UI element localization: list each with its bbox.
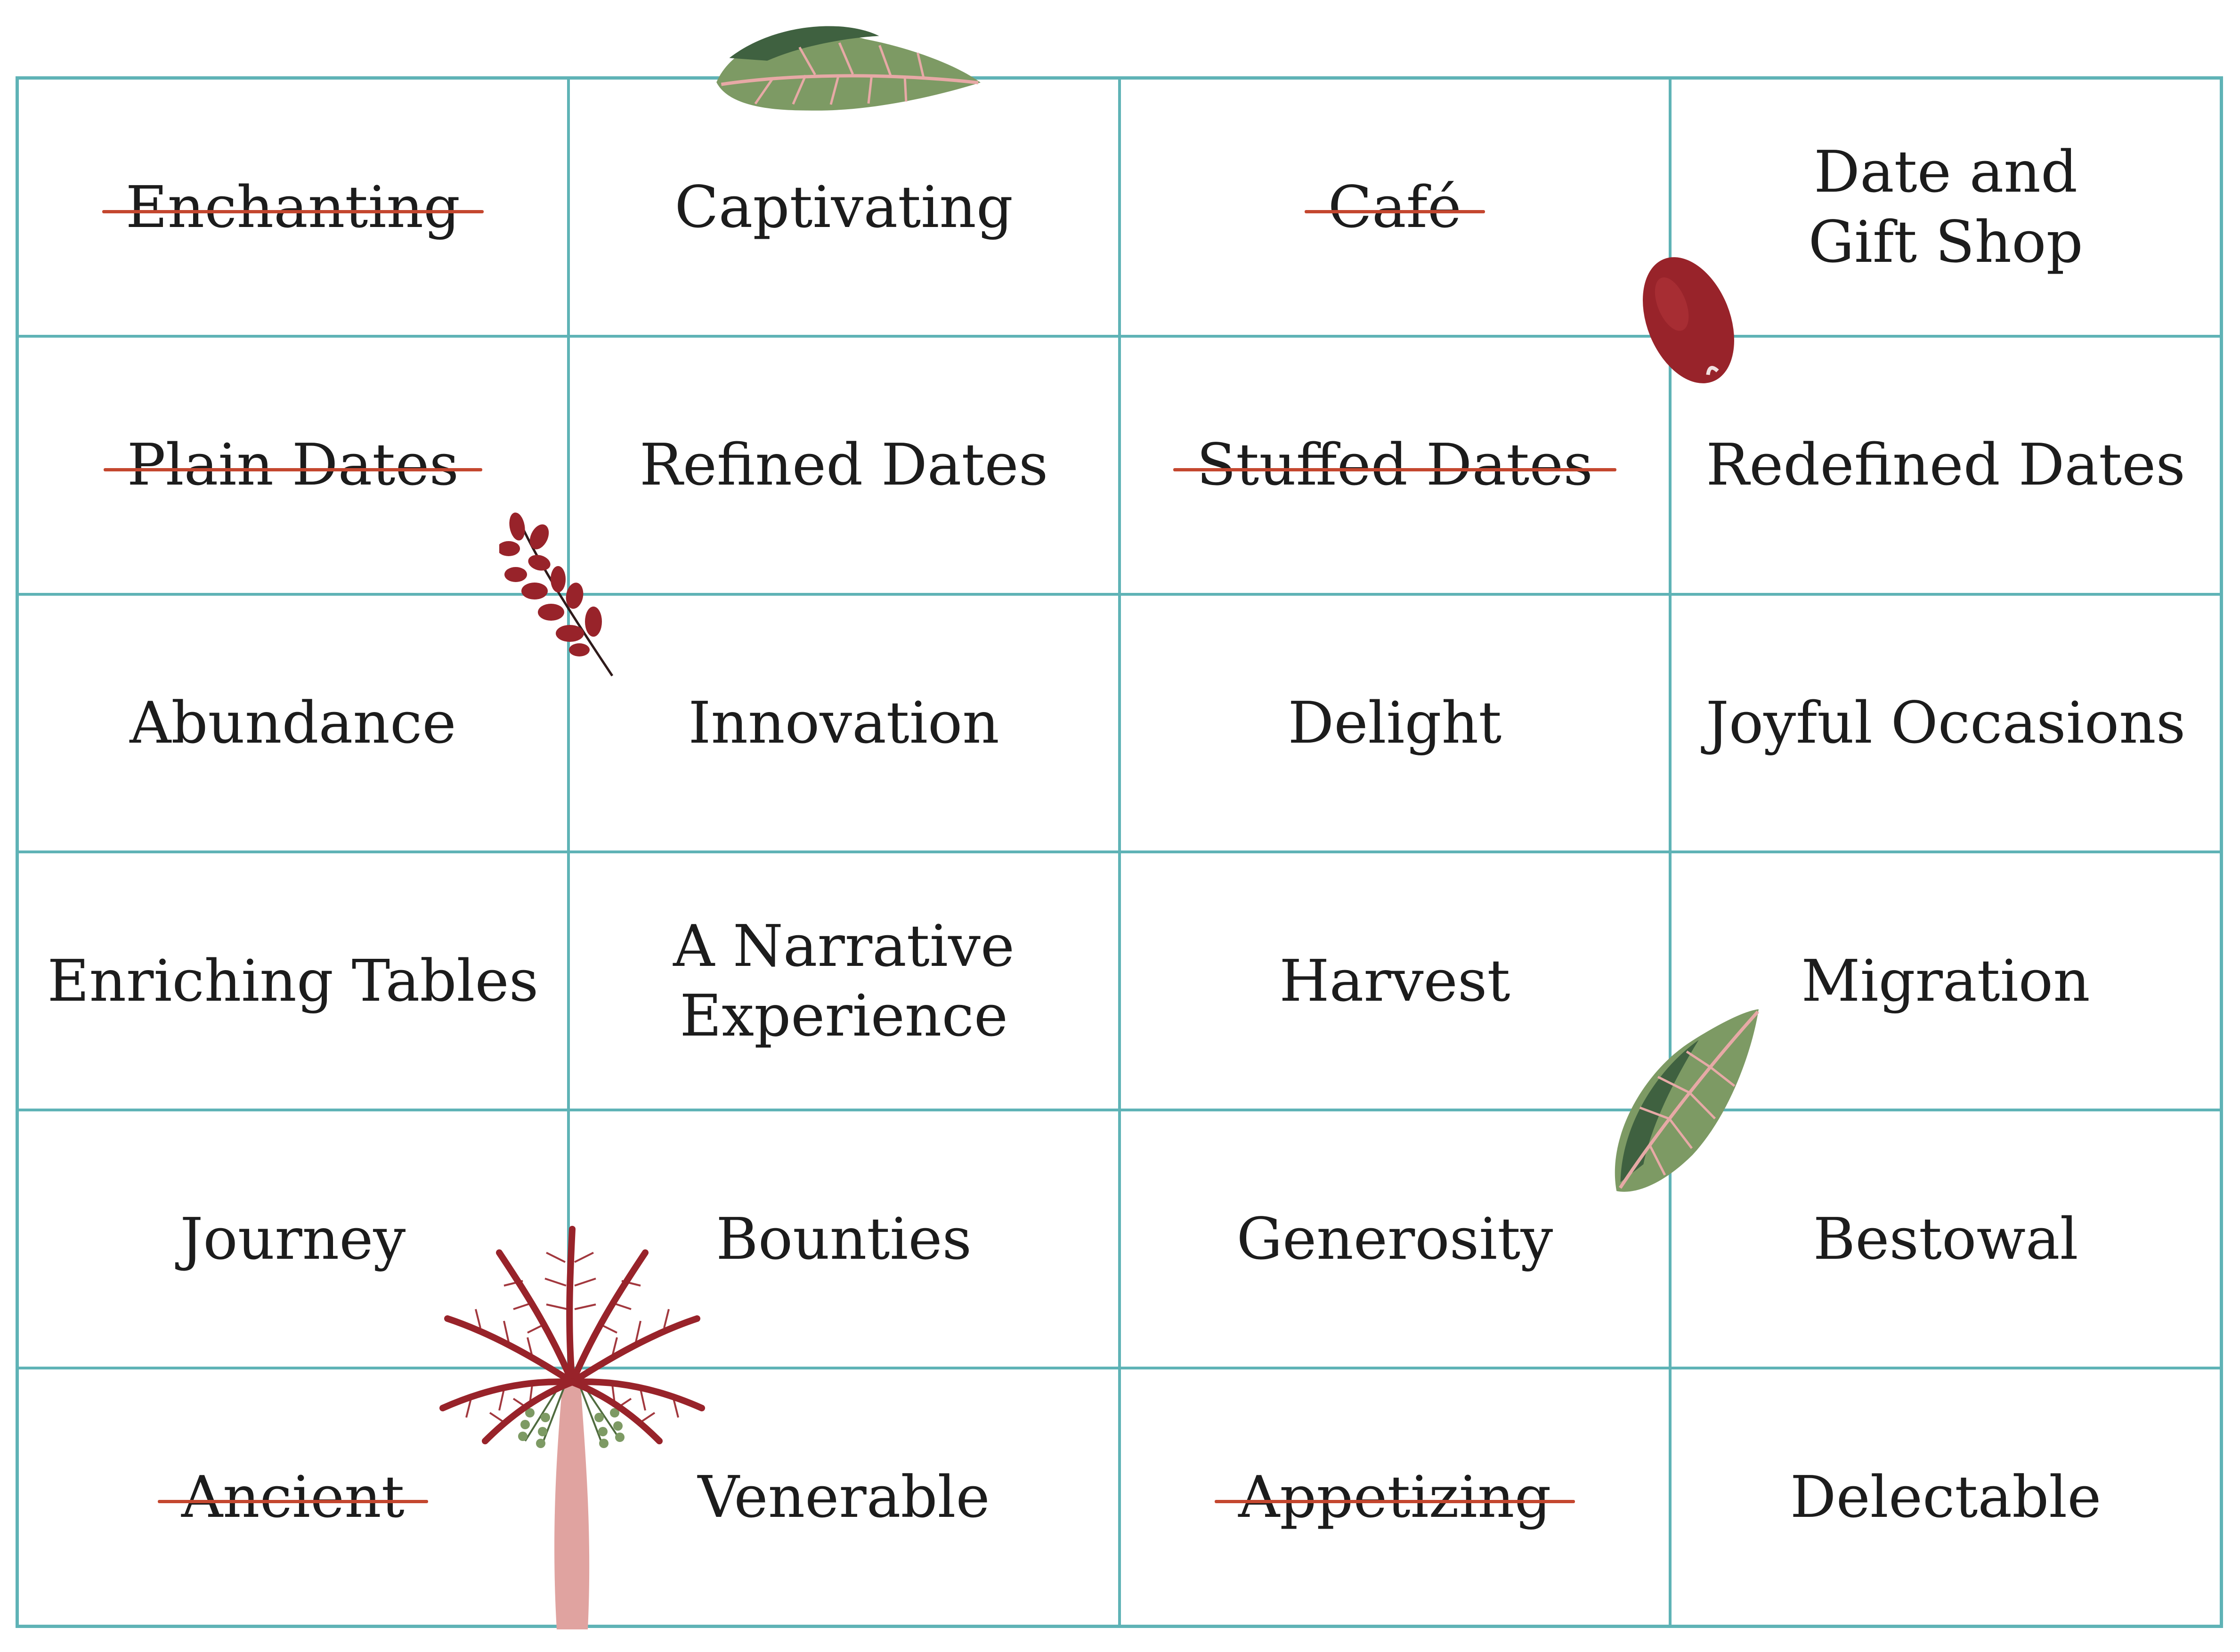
word-label: Refined Dates — [639, 431, 1048, 499]
word-label: Redefined Dates — [1706, 431, 2185, 499]
word-label: Innovation — [688, 689, 999, 757]
grid-cell: Joyful Occasions — [1670, 594, 2221, 852]
word-label: Harvest — [1279, 947, 1510, 1014]
grid-cell: Delectable — [1670, 1368, 2221, 1626]
word-label: Date and Gift Shop — [1808, 138, 2083, 275]
word-label: Migration — [1801, 947, 2090, 1014]
word-grid: Enchanting Captivating Café Date and Gift S… — [16, 76, 2223, 1628]
grid-cell: Captivating — [568, 78, 1120, 336]
grid-cell: Enriching Tables — [17, 852, 568, 1110]
grid-cell: Appetizing — [1119, 1368, 1671, 1626]
grid-cell: Delight — [1119, 594, 1671, 852]
struck-word-label: Ancient — [157, 1462, 428, 1532]
grid-cell: Stuffed Dates — [1119, 336, 1671, 594]
struck-word-label: Café — [1304, 172, 1485, 243]
word-label: Enriching Tables — [47, 947, 539, 1014]
grid-cell: Bounties — [568, 1110, 1120, 1369]
grid-cell: Abundance — [17, 594, 568, 852]
grid-cell: Venerable — [568, 1368, 1120, 1626]
grid-cell: Café — [1119, 78, 1671, 336]
word-label: Journey — [180, 1205, 406, 1272]
struck-word-label: Stuffed Dates — [1173, 430, 1617, 500]
grid-cell: Plain Dates — [17, 336, 568, 594]
word-label: Venerable — [698, 1463, 990, 1531]
word-label: Bounties — [716, 1205, 972, 1272]
grid-cell: A Narrative Experience — [568, 852, 1120, 1110]
struck-word-label: Appetizing — [1215, 1462, 1575, 1532]
grid-cell: Refined Dates — [568, 336, 1120, 594]
word-label: Joyful Occasions — [1705, 689, 2186, 757]
grid-cell: Harvest — [1119, 852, 1671, 1110]
word-label: Captivating — [674, 173, 1013, 241]
struck-word-label: Plain Dates — [103, 430, 482, 500]
word-label: Generosity — [1236, 1205, 1553, 1272]
grid-cell: Date and Gift Shop — [1670, 78, 2221, 336]
grid-cell: Generosity — [1119, 1110, 1671, 1369]
word-label: Delectable — [1790, 1463, 2102, 1531]
grid-cell: Redefined Dates — [1670, 336, 2221, 594]
word-label: Abundance — [130, 689, 456, 757]
grid-cell: Ancient — [17, 1368, 568, 1626]
word-label: Delight — [1288, 689, 1502, 757]
word-label: Bestowal — [1813, 1205, 2078, 1272]
grid-cell: Migration — [1670, 852, 2221, 1110]
word-label: A Narrative Experience — [673, 912, 1015, 1050]
struck-word-label: Enchanting — [102, 172, 484, 243]
grid-cell: Journey — [17, 1110, 568, 1369]
grid-cell: Bestowal — [1670, 1110, 2221, 1369]
grid-cell: Enchanting — [17, 78, 568, 336]
grid-cell: Innovation — [568, 594, 1120, 852]
